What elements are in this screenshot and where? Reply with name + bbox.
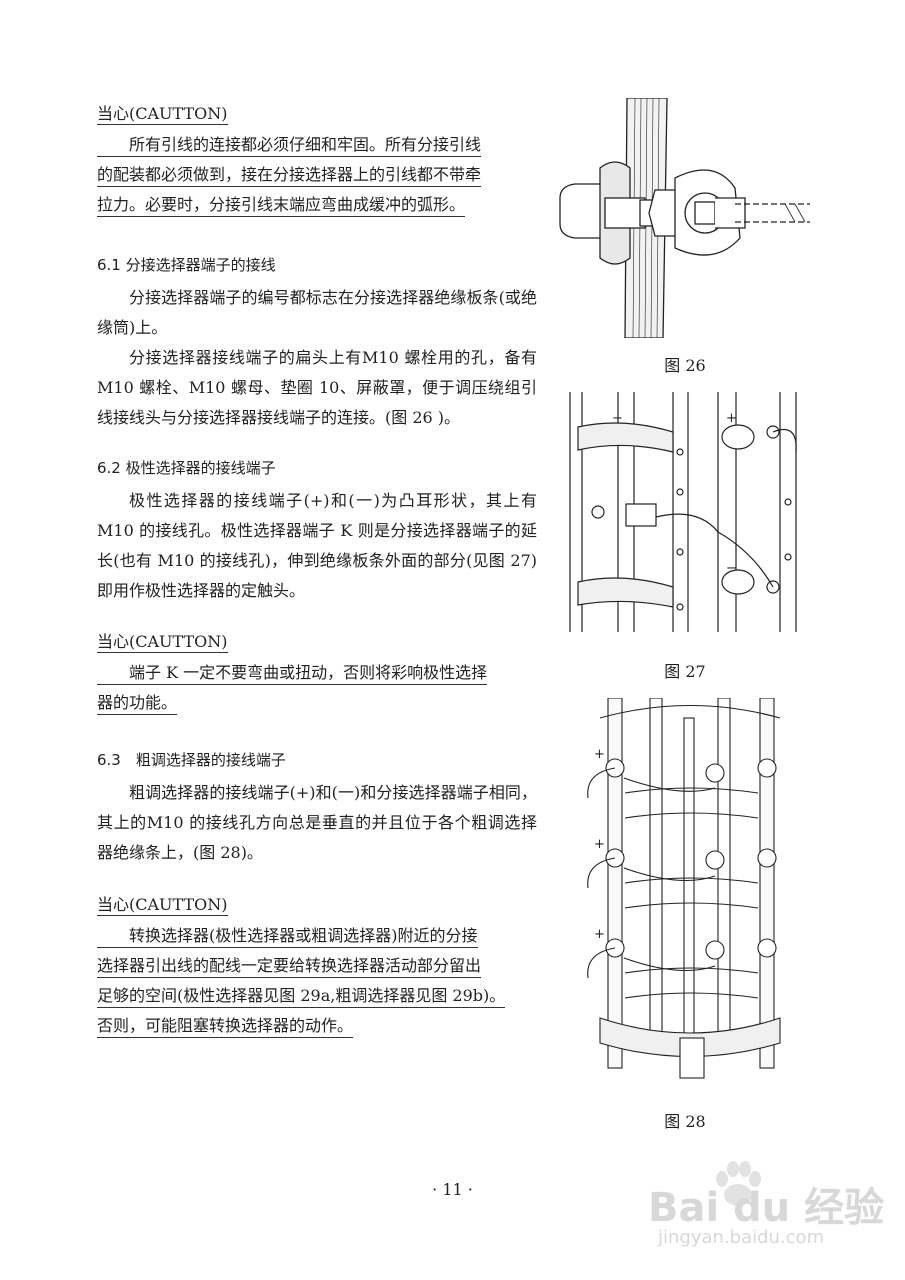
paragraph: 分接选择器端子的编号都标志在分接选择器绝缘板条(或绝缘筒)上。 bbox=[97, 288, 537, 337]
section-heading: 6.3 粗调选择器的接线端子 bbox=[97, 751, 286, 769]
figure-27-plus-label: + bbox=[726, 411, 737, 426]
page-number: · 11 · bbox=[432, 1180, 473, 1199]
figure-26-illustration bbox=[559, 98, 810, 338]
watermark-url: jingyan.baidu.com bbox=[658, 1227, 825, 1248]
caution-block-1: 当心(CAUTTON) 所有引线的连接都必须仔细和牢固。所有分接引线 的配装都必… bbox=[97, 102, 537, 220]
caution-line: 所有引线的连接都必须仔细和牢固。所有分接引线 bbox=[97, 135, 482, 157]
section-6-3: 6.3 粗调选择器的接线端子 粗调选择器的接线端子(+)和(一)和分接选择器端子… bbox=[97, 748, 537, 868]
figure-27-minus-label: − bbox=[612, 411, 623, 426]
caution-line: 足够的空间(极性选择器见图 29a,粗调选择器见图 29b)。 bbox=[97, 986, 506, 1008]
baidu-watermark: Bai du 经验 jingyan.baidu.com bbox=[648, 1155, 888, 1265]
caution-body: 端子 K 一定不要弯曲或扭动，否则将彩响极性选择 器的功能。 bbox=[97, 658, 537, 718]
caution-line: 否则，可能阻塞转换选择器的动作。 bbox=[97, 1016, 354, 1038]
paragraph: 极性选择器的接线端子(+)和(一)为凸耳形状，其上有 M10 的接线孔。极性选择… bbox=[97, 491, 537, 600]
caution-line: 端子 K 一定不要弯曲或扭动，否则将彩响极性选择 bbox=[97, 663, 488, 685]
paragraph: 分接选择器接线端子的扁头上有M10 螺栓用的孔，备有M10 螺栓、M10 螺母、… bbox=[97, 348, 537, 427]
caution-title: 当心(CAUTTON) bbox=[97, 104, 228, 125]
section-heading: 6.2 极性选择器的接线端子 bbox=[97, 459, 276, 477]
caution-block-3: 当心(CAUTTON) 转换选择器(极性选择器或粗调选择器)附近的分接 选择器引… bbox=[97, 893, 537, 1041]
section-6-2: 6.2 极性选择器的接线端子 极性选择器的接线端子(+)和(一)为凸耳形状，其上… bbox=[97, 456, 537, 606]
figure-28-plus-label-3: + bbox=[594, 927, 605, 942]
caution-block-2: 当心(CAUTTON) 端子 K 一定不要弯曲或扭动，否则将彩响极性选择 器的功… bbox=[97, 630, 537, 718]
section-6-1: 6.1 分接选择器端子的接线 分接选择器端子的编号都标志在分接选择器绝缘板条(或… bbox=[97, 253, 537, 433]
figure-27-caption: 图 27 bbox=[664, 662, 706, 681]
figure-27-illustration: + − − bbox=[569, 392, 797, 632]
caution-title: 当心(CAUTTON) bbox=[97, 632, 228, 653]
caution-line: 转换选择器(极性选择器或粗调选择器)附近的分接 bbox=[97, 926, 478, 948]
figure-27-minus-label-lower: − bbox=[726, 561, 737, 576]
figure-26-caption: 图 26 bbox=[664, 356, 706, 375]
caution-line: 选择器引出线的配线一定要给转换选择器活动部分留出 bbox=[97, 956, 482, 978]
caution-line: 拉力。必要时，分接引线末端应弯曲成缓冲的弧形。 bbox=[97, 195, 466, 217]
figure-28-plus-label: + bbox=[594, 747, 605, 762]
caution-title: 当心(CAUTTON) bbox=[97, 895, 228, 916]
caution-line: 器的功能。 bbox=[97, 693, 178, 715]
caution-body: 转换选择器(极性选择器或粗调选择器)附近的分接 选择器引出线的配线一定要给转换选… bbox=[97, 921, 537, 1041]
figure-28-caption: 图 28 bbox=[664, 1112, 706, 1131]
paw-icon bbox=[716, 1161, 761, 1206]
watermark-brand: Bai du 经验 bbox=[648, 1185, 885, 1231]
paragraph: 粗调选择器的接线端子(+)和(一)和分接选择器端子相同，其上的M10 的接线孔方… bbox=[97, 783, 537, 862]
figure-28-plus-label-2: + bbox=[594, 837, 605, 852]
section-heading: 6.1 分接选择器端子的接线 bbox=[97, 256, 276, 274]
figure-28-illustration: + + + bbox=[587, 698, 781, 1079]
caution-line: 的配装都必须做到，接在分接选择器上的引线都不带牵 bbox=[97, 165, 482, 187]
caution-body: 所有引线的连接都必须仔细和牢固。所有分接引线 的配装都必须做到，接在分接选择器上… bbox=[97, 130, 537, 220]
